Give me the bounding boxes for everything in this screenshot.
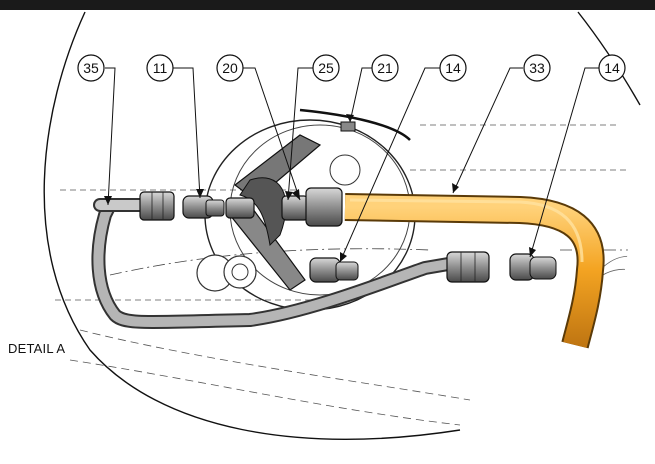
callout-21-text: 21: [377, 60, 393, 76]
callout-11: 11: [146, 54, 174, 82]
callout-33: 33: [523, 54, 551, 82]
fitting-35: [139, 191, 175, 221]
callout-25-text: 25: [318, 60, 334, 76]
return-tube: [93, 200, 465, 328]
callout-20-text: 20: [222, 60, 238, 76]
hub-circle-2: [223, 255, 257, 289]
clamp-screw: [340, 121, 356, 132]
detail-boundary-left: [43, 11, 461, 440]
callout-20: 20: [216, 54, 244, 82]
hose: [344, 195, 603, 348]
callout-25: 25: [312, 54, 340, 82]
fitting-11: [182, 195, 225, 219]
fitting-nut-lower: [446, 251, 490, 283]
detail-label: DETAIL A: [8, 341, 66, 356]
fitting-14-right: [509, 253, 557, 281]
header-bar: [0, 0, 655, 10]
callout-21: 21: [371, 54, 399, 82]
fitting-25: [281, 187, 343, 227]
callout-14-right-text: 14: [604, 60, 620, 76]
hose-highlight: [349, 198, 584, 263]
callout-14-right: 14: [598, 54, 626, 82]
hub-circle-3: [231, 263, 249, 281]
callout-11-text: 11: [153, 60, 168, 76]
callout-35: 35: [77, 54, 105, 82]
callout-14-left-text: 14: [445, 60, 461, 76]
callout-33-text: 33: [529, 60, 545, 76]
ring-circle: [329, 154, 361, 186]
fitting-14-left: [309, 257, 359, 283]
leader-arrowheads: [104, 114, 536, 262]
leader-lines: [105, 67, 599, 263]
callout-bubbles: 35 11 20 25 21 14 33 14: [77, 54, 626, 82]
fitting-20: [225, 197, 255, 219]
callout-14-left: 14: [439, 54, 467, 82]
callout-35-text: 35: [83, 60, 99, 76]
clamp-band: [299, 108, 411, 141]
background-geometry: [55, 124, 630, 426]
